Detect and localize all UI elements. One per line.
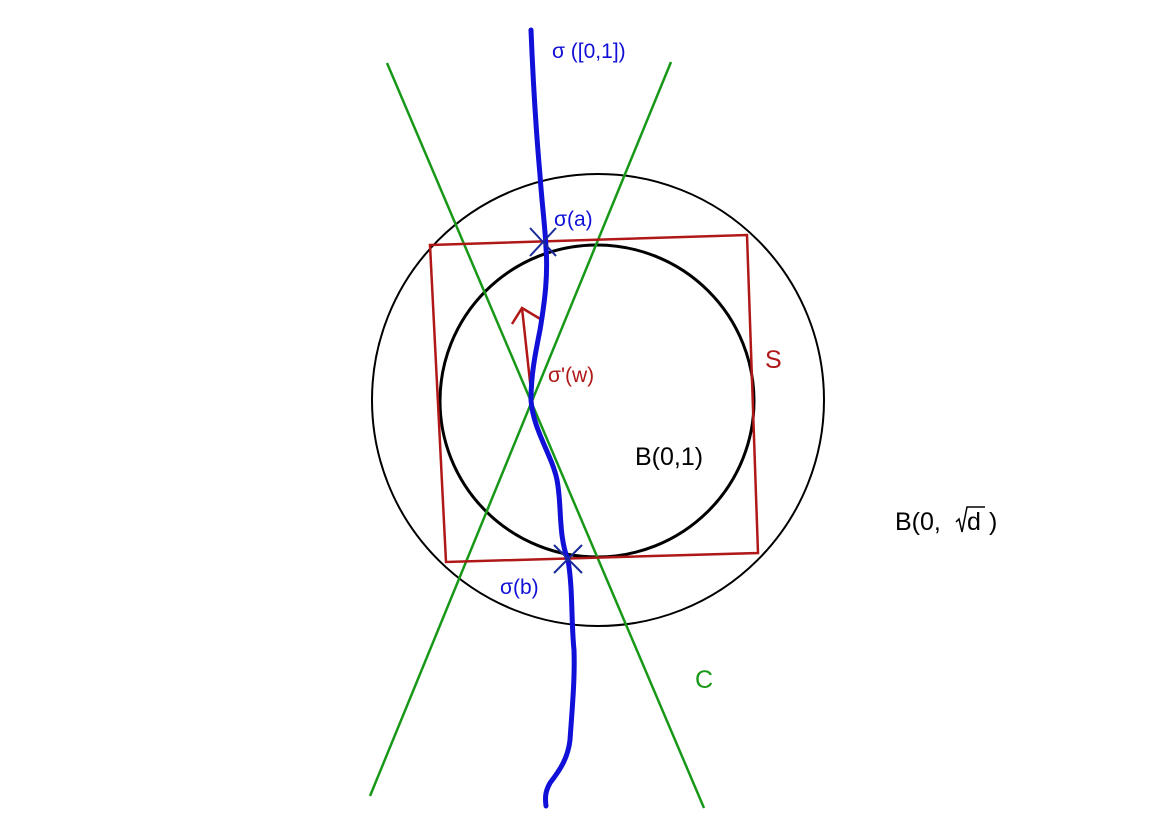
label-big-ball-suffix: )	[982, 508, 997, 536]
label-square-s: S	[765, 346, 782, 374]
label-curve-image: σ ([0,1])	[552, 40, 626, 63]
label-big-ball-prefix: B(0,	[895, 508, 941, 536]
cone-line-right	[368, 61, 673, 797]
sigma-b-marker	[553, 544, 583, 574]
sigma-a-marker	[529, 227, 557, 257]
outer-ball-circle	[371, 173, 825, 627]
label-sigma-a: σ(a)	[554, 208, 593, 231]
label-big-ball: B(0, d )	[895, 506, 997, 536]
label-big-ball-radicand: d	[967, 508, 981, 536]
label-cone: C	[695, 666, 713, 694]
label-derivative: σ'(w)	[548, 364, 594, 387]
square-s	[428, 233, 760, 564]
label-sigma-b: σ(b)	[500, 576, 539, 599]
curve-sigma	[528, 27, 577, 809]
label-unit-ball: B(0,1)	[635, 443, 703, 471]
cone-line-left	[385, 62, 706, 809]
sqrt-sign	[955, 506, 985, 533]
derivative-arrow-head	[510, 306, 543, 325]
